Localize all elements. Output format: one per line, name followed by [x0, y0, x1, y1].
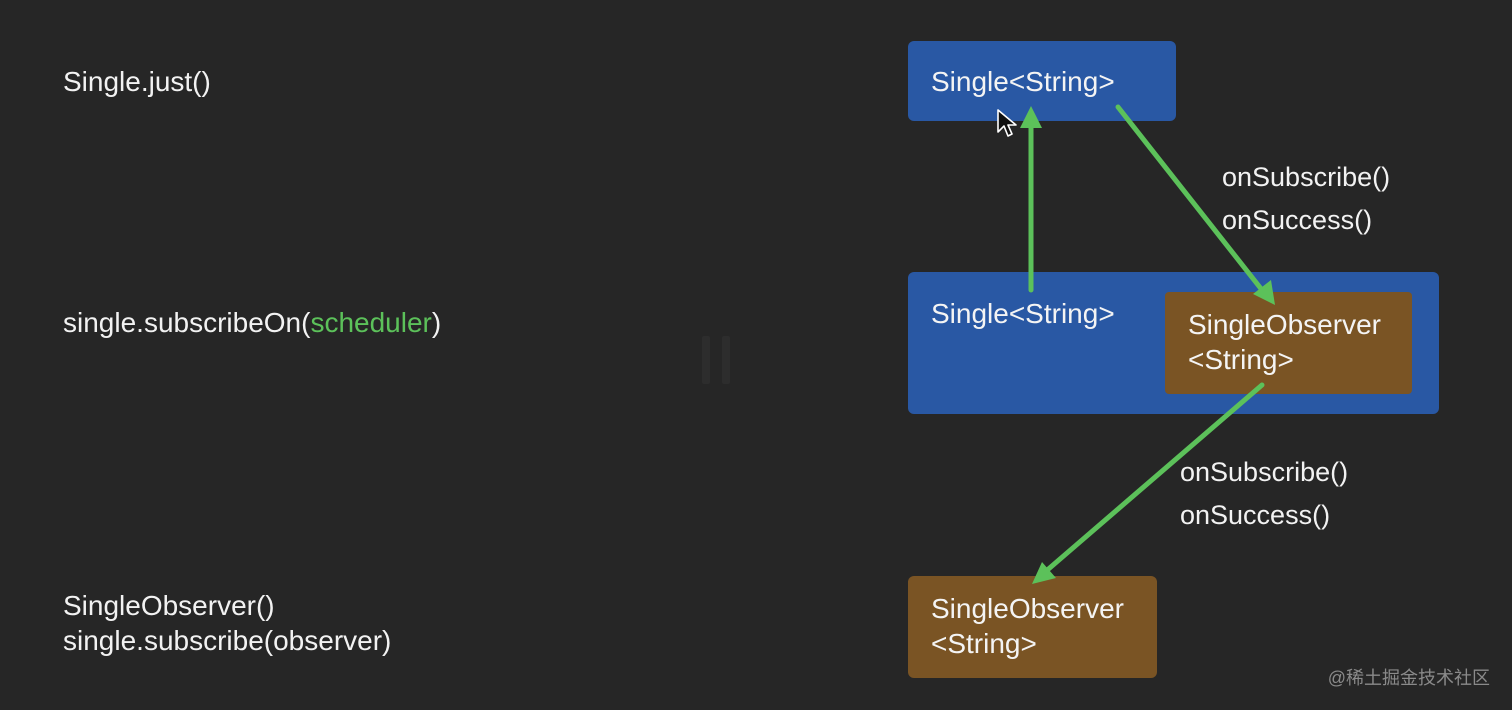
upper-callback-subscribe: onSubscribe() — [1222, 162, 1391, 192]
middle-observer-label-2: <String> — [1188, 344, 1294, 375]
middle-observer-box: SingleObserver <String> — [1165, 292, 1412, 394]
middle-single-box: Single<String> SingleObserver <String> — [908, 272, 1439, 414]
bottom-observer-box: SingleObserver <String> — [908, 576, 1157, 678]
source-single-label: Single<String> — [931, 66, 1115, 97]
bottom-observer-label-1: SingleObserver — [931, 593, 1124, 624]
source-single-box: Single<String> — [908, 41, 1176, 121]
pause-icon — [700, 336, 734, 384]
mouse-pointer-icon — [997, 109, 1017, 137]
bottom-observer-label-2: <String> — [931, 628, 1037, 659]
code-single-just: Single.just() — [63, 65, 211, 99]
upper-callbacks: onSubscribe() onSuccess() — [1222, 156, 1390, 242]
middle-single-label: Single<String> — [931, 298, 1115, 329]
code-subscribe-on-prefix: single.subscribeOn( — [63, 307, 311, 338]
code-subscribe-on: single.subscribeOn(scheduler) — [63, 306, 441, 340]
code-subscribe-call-text: single.subscribe(observer) — [63, 625, 392, 656]
upper-callback-success: onSuccess() — [1222, 205, 1373, 235]
lower-callback-subscribe: onSubscribe() — [1180, 457, 1349, 487]
watermark: @稀土掘金技术社区 — [1327, 668, 1490, 688]
middle-observer-label-1: SingleObserver — [1188, 309, 1381, 340]
code-subscribe-on-suffix: ) — [431, 307, 442, 338]
code-observer-ctor: SingleObserver() — [63, 589, 275, 623]
code-single-just-text: Single.just() — [63, 66, 211, 97]
lower-callback-success: onSuccess() — [1180, 500, 1331, 530]
code-subscribe-call: single.subscribe(observer) — [63, 624, 391, 658]
code-observer-ctor-text: SingleObserver() — [63, 590, 275, 621]
lower-callbacks: onSubscribe() onSuccess() — [1180, 451, 1348, 537]
code-scheduler-arg: scheduler — [310, 307, 432, 338]
